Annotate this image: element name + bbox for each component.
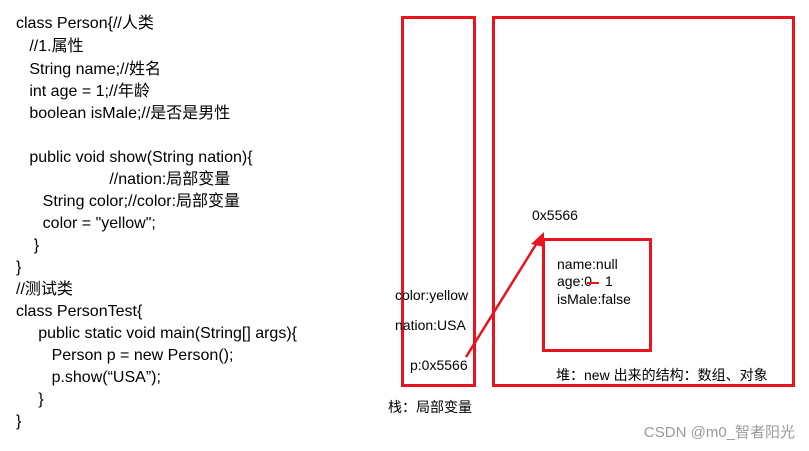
code-line: public void show(String nation){ (16, 149, 253, 166)
heap-caption: 堆：new 出来的结构：数组、对象 (556, 367, 768, 383)
code-line: color = "yellow"; (16, 215, 156, 232)
stack-entry-p: p:0x5566 (410, 357, 468, 373)
code-line: public static void main(String[] args){ (16, 325, 297, 342)
stack-box (401, 16, 476, 387)
watermark: CSDN @m0_智者阳光 (643, 424, 795, 441)
field-age: age:0 (557, 273, 593, 289)
code-listing: class Person{//人类 //1.属性 String name;//姓… (0, 0, 390, 451)
arrow-head (531, 232, 544, 247)
object-box (542, 238, 652, 352)
code-line: //nation:局部变量 (16, 171, 231, 188)
code-line: class PersonTest{ (16, 303, 143, 320)
stack-entry-color: color:yellow (395, 287, 469, 303)
code-line: String name;//姓名 (16, 61, 161, 78)
field-age-new-value: 1 (605, 273, 613, 289)
field-ismale: isMale:false (557, 291, 631, 307)
code-line: p.show(“USA”); (16, 369, 161, 386)
code-line: //1.属性 (16, 38, 84, 55)
code-line: Person p = new Person(); (16, 347, 234, 364)
heap-box (492, 16, 795, 387)
code-line: boolean isMale;//是否是男性 (16, 105, 231, 122)
arrow-line (464, 237, 542, 358)
code-line: } (16, 413, 22, 430)
code-line: } (16, 259, 22, 276)
stack-caption: 栈：局部变量 (388, 399, 472, 415)
stack-entry-nation: nation:USA (395, 317, 466, 333)
code-line: } (16, 237, 40, 254)
heap-address: 0x5566 (532, 207, 578, 223)
code-line: //测试类 (16, 281, 73, 298)
code-line: String color;//color:局部变量 (16, 193, 241, 210)
code-line: } (16, 391, 44, 408)
code-line: int age = 1;//年龄 (16, 83, 150, 100)
strike-line (587, 282, 599, 284)
field-name: name:null (557, 256, 618, 272)
code-line: class Person{//人类 (16, 15, 154, 32)
